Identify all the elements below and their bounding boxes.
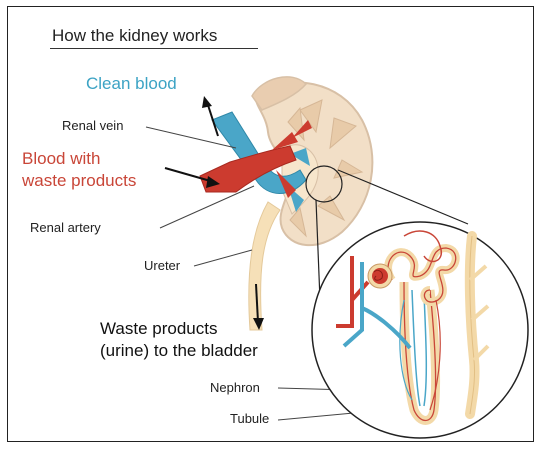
ureter-leader: [194, 250, 252, 266]
nephron-label: Nephron: [210, 380, 260, 395]
renal-vein-label: Renal vein: [62, 118, 123, 133]
urine-line1: Waste products: [100, 318, 258, 340]
renal-artery-label: Renal artery: [30, 220, 101, 235]
clean-blood-label: Clean blood: [86, 74, 177, 94]
glomerulus: [372, 268, 388, 284]
ureter-label: Ureter: [144, 258, 180, 273]
blood-waste-line2: waste products: [22, 170, 136, 192]
diagram-title: How the kidney works: [52, 26, 217, 46]
urine-line2: (urine) to the bladder: [100, 340, 258, 362]
tubule-label: Tubule: [230, 411, 269, 426]
blood-waste-label: Blood with waste products: [22, 148, 136, 192]
blood-waste-line1: Blood with: [22, 148, 136, 170]
urine-label: Waste products (urine) to the bladder: [100, 318, 258, 362]
ureter-tube: [249, 202, 280, 330]
title-underline: [50, 48, 258, 49]
